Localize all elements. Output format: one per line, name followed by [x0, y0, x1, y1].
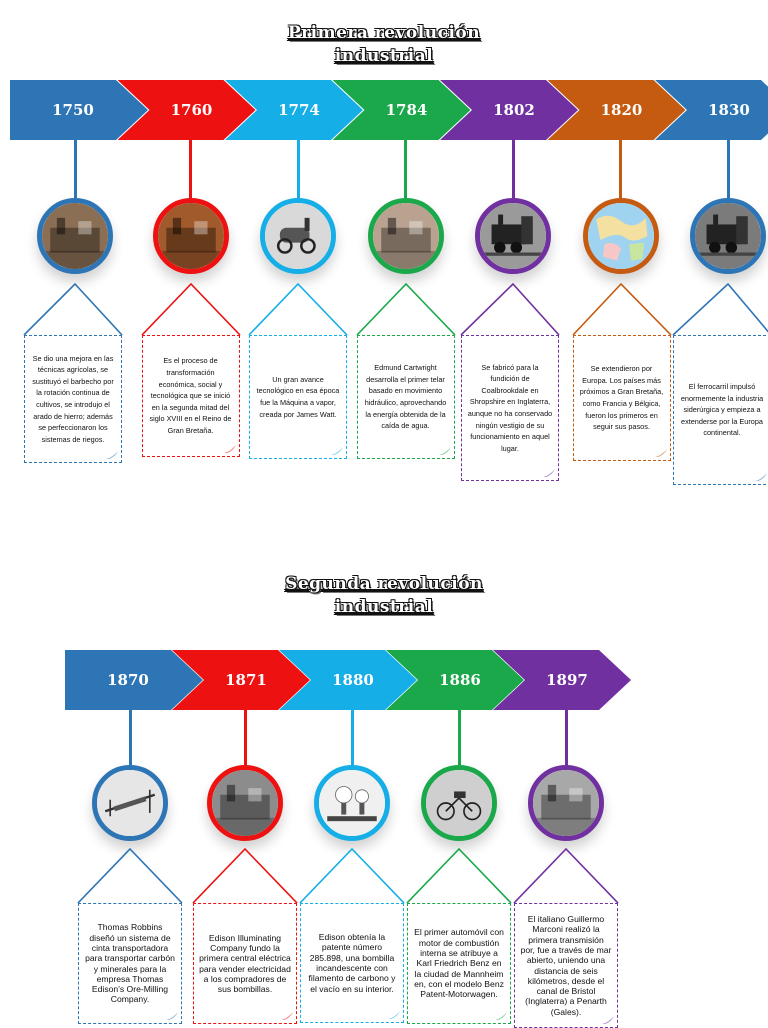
event-description: Edison Illuminating Company fundo la pri… [199, 932, 291, 995]
mining-machine-photo-icon [92, 765, 168, 841]
event-description: El ferrocarril impulsó enormemente la in… [680, 382, 764, 438]
event-description-card: Edison obtenía la patente número 285.898… [300, 903, 404, 1023]
electric-plant-photo-icon [207, 765, 283, 841]
connector-triangle [406, 848, 512, 903]
event-description-card: Edison Illuminating Company fundo la pri… [193, 903, 297, 1024]
event-description-card: Es el proceso de transformación económic… [141, 335, 240, 457]
connector-line [73, 140, 77, 198]
connector-line [296, 140, 300, 198]
steam-engine-photo-icon [260, 198, 336, 274]
section-title-1-line2: industrial [334, 46, 434, 66]
page-curl-icon [331, 447, 343, 455]
event-description-card: Se fabricó para la fundición de Coalbroo… [461, 335, 559, 481]
section-title-2-line2: industrial [334, 597, 434, 617]
event-description: Se extendieron por Europa. Los países má… [579, 364, 664, 432]
section-title-1: Primera revolución industrial [0, 22, 768, 68]
page-curl-icon [166, 1012, 178, 1020]
connector-line [128, 710, 132, 768]
benz-car-photo-icon [421, 765, 497, 841]
year-label: 1870 [107, 671, 149, 689]
connector-triangle [299, 848, 405, 903]
page-curl-icon [755, 473, 767, 481]
agricultural-workshop-photo-icon [37, 198, 113, 274]
event-description: El italiano Guillermo Marconi realizó la… [520, 914, 612, 1017]
page-curl-icon [602, 1016, 614, 1024]
year-label: 1897 [546, 671, 588, 689]
year-label: 1760 [170, 101, 213, 119]
year-label: 1820 [600, 101, 643, 119]
year-label: 1774 [278, 101, 320, 119]
event-description-card: Thomas Robbins diseñó un sistema de cint… [78, 903, 182, 1024]
connector-triangle [140, 283, 241, 335]
event-description: Un gran avance tecnológico en esa época … [256, 374, 340, 419]
event-description: El primer automóvil con motor de combust… [414, 927, 504, 1000]
event-description: Se fabricó para la fundición de Coalbroo… [467, 362, 553, 453]
year-label: 1886 [439, 671, 481, 689]
year-label: 1871 [225, 671, 267, 689]
year-label: 1750 [52, 101, 94, 119]
connector-line [564, 710, 568, 768]
event-description: Es el proceso de transformación económic… [149, 356, 232, 435]
connector-triangle [571, 283, 672, 335]
connector-triangle [513, 848, 619, 903]
year-label: 1784 [385, 101, 428, 119]
map-photo-icon [582, 198, 659, 274]
event-description-card: Se dio una mejora en las técnicas agríco… [24, 335, 122, 463]
timeline-primera-revolucion: 1750 Se dio una mejora en las técnicas ag… [0, 80, 768, 490]
connector-triangle [192, 848, 298, 903]
page-curl-icon [543, 469, 555, 477]
light-bulb-photo-icon [314, 765, 390, 841]
railway-train-photo-icon [690, 198, 766, 274]
connector-triangle [672, 283, 768, 335]
event-description: Se dio una mejora en las técnicas agríco… [32, 353, 114, 444]
event-description-card: El italiano Guillermo Marconi realizó la… [514, 903, 618, 1028]
connector-line [619, 140, 622, 198]
connector-line [457, 710, 461, 768]
page-curl-icon [388, 1011, 400, 1019]
connector-line [189, 140, 192, 198]
event-description-card: Se extendieron por Europa. Los países má… [572, 335, 671, 461]
event-description-card: Edmund Cartwright desarrolla el primer t… [356, 335, 455, 459]
section-title-2: Segunda revolución industrial [0, 573, 768, 619]
power-loom-photo-icon [367, 198, 444, 274]
timeline-arrow-1870: 1870 [65, 650, 203, 710]
year-label: 1880 [332, 671, 374, 689]
page-curl-icon [281, 1012, 293, 1020]
page-curl-icon [495, 1012, 507, 1020]
section-title-1-line1: Primera revolución [287, 23, 481, 43]
year-label: 1802 [493, 101, 535, 119]
event-description-card: El ferrocarril impulsó enormemente la in… [673, 335, 768, 485]
connector-line [726, 140, 730, 198]
timeline-arrow-1750: 1750 [10, 80, 148, 140]
connector-line [350, 710, 354, 768]
page-curl-icon [223, 445, 236, 453]
connector-triangle [355, 283, 456, 335]
locomotive-photo-icon [475, 198, 551, 274]
section-title-2-line1: Segunda revolución [285, 574, 483, 594]
event-description: Edison obtenía la patente número 285.898… [308, 932, 396, 994]
connector-line [243, 710, 247, 768]
page-curl-icon [106, 451, 118, 459]
page-curl-icon [654, 449, 667, 457]
event-description-card: Un gran avance tecnológico en esa época … [249, 335, 347, 459]
factory-photo-icon [152, 198, 229, 274]
event-description: Thomas Robbins diseñó un sistema de cint… [85, 922, 175, 1005]
connector-line [404, 140, 407, 198]
connector-triangle [460, 283, 560, 335]
event-description: Edmund Cartwright desarrolla el primer t… [364, 363, 447, 431]
event-description-card: El primer automóvil con motor de combust… [407, 903, 511, 1024]
page-curl-icon [438, 447, 451, 455]
year-label: 1830 [708, 101, 750, 119]
connector-triangle [77, 848, 183, 903]
radio-inventor-photo-icon [528, 765, 604, 841]
connector-line [511, 140, 515, 198]
connector-triangle [23, 283, 123, 335]
connector-triangle [248, 283, 348, 335]
